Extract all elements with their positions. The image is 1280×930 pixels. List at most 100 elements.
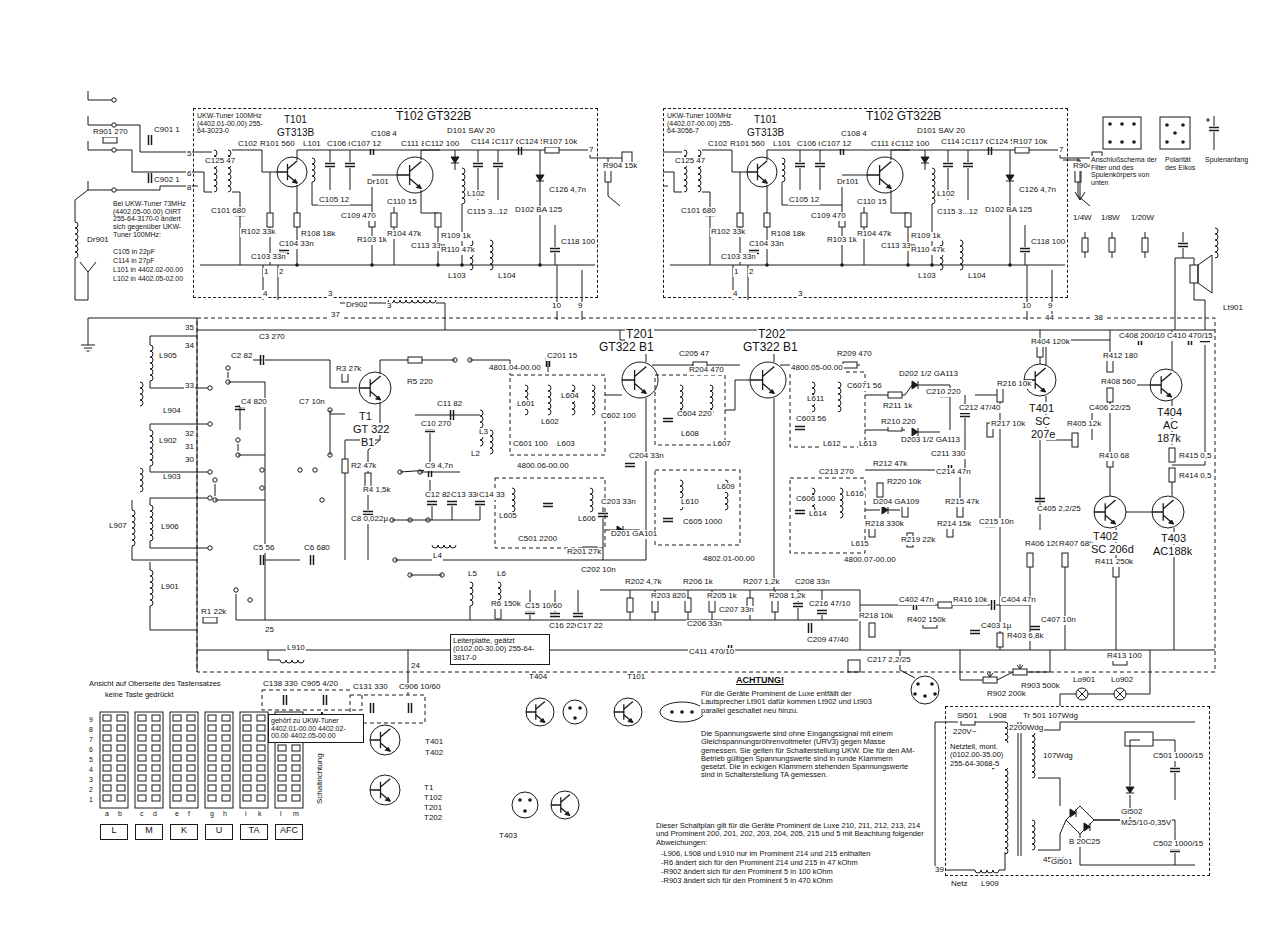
transistor-arrow: [292, 179, 297, 183]
wire: [1130, 740, 1140, 786]
component-label: C7 10n: [298, 398, 326, 407]
component-label: 5: [186, 150, 192, 159]
switch-contact-pad: [173, 715, 181, 721]
component-label: R104 47k: [856, 230, 892, 239]
component-label: R209 470: [836, 350, 873, 359]
note-text: Die Spannungswerte sind ohne Eingangssig…: [700, 730, 917, 780]
junction-dot: [1120, 122, 1124, 126]
wire: [1194, 283, 1205, 330]
transistor-symbol: [1150, 369, 1182, 401]
transistor-symbol: [359, 376, 381, 400]
switch-contact-pad: [187, 725, 195, 731]
switch-contact-pad: [152, 755, 160, 761]
component-label: L903: [162, 473, 182, 482]
transistor-symbol: [397, 162, 421, 189]
component-label: L101 in 4402.02-00.00: [112, 266, 184, 274]
component-label: R102 33k: [240, 228, 276, 237]
component-label: 9: [88, 716, 94, 724]
component-label: R205 1k: [706, 592, 738, 601]
switch-contact-pad: [222, 745, 230, 751]
component-label: L610: [680, 498, 700, 507]
switch-contact-pad: [208, 735, 216, 741]
wire: [1018, 722, 1019, 856]
wire: [1175, 853, 1176, 865]
component-label: k: [257, 810, 263, 818]
note-text: Anschlußschema der Filter und des Spulen…: [1090, 156, 1164, 187]
junction-dot: [1173, 131, 1177, 135]
wire: [965, 418, 966, 470]
junction-dot: [1132, 122, 1136, 126]
switch-contact: [260, 468, 264, 472]
note-text: Dieser Schaltplan gilt für die Geräte Pr…: [655, 822, 927, 847]
switch-contact-pad: [257, 725, 265, 731]
wire: [88, 318, 112, 319]
transistor-arrow: [762, 179, 767, 183]
component-label: C210 220: [925, 388, 962, 397]
wire: [663, 152, 682, 153]
component-label: 7: [88, 736, 94, 744]
switch-contact-pad: [222, 785, 230, 791]
switch-contact-pad: [243, 735, 251, 741]
diode-symbol: [1084, 823, 1090, 831]
component-label: 1/20W: [1130, 214, 1155, 223]
resistor-symbol: [342, 459, 348, 473]
component-label: T201: [625, 328, 654, 341]
component-label: R108 18k: [300, 230, 336, 239]
wire: [555, 225, 556, 247]
component-label: 10: [1021, 302, 1032, 311]
component-label: R410 68: [1098, 452, 1130, 461]
component-label: 8: [186, 184, 192, 193]
component-label: L905: [158, 352, 178, 361]
component-label: Dr101: [366, 178, 390, 187]
wire: [1025, 253, 1026, 265]
component-label: L2: [470, 450, 481, 459]
component-label: R5 220: [406, 378, 434, 387]
resistor-symbol: [545, 147, 559, 153]
wire: [891, 190, 908, 213]
component-label: 4: [88, 766, 94, 774]
component-label: C206 33n: [686, 620, 723, 629]
switch-contact-pad: [208, 775, 216, 781]
wire: [540, 150, 541, 175]
terminal-box: [848, 660, 860, 672]
switch-contact-pad: [117, 725, 125, 731]
component-label: R214 15k: [936, 520, 972, 529]
switch-contact: [208, 470, 212, 474]
switch-contact-pad: [103, 785, 111, 791]
transistor-symbol: [551, 795, 570, 816]
component-label: C112 100: [424, 140, 460, 149]
component-label: C14 33: [478, 491, 506, 500]
component-label: R220 10k: [886, 478, 922, 487]
component-label: T202: [423, 814, 443, 823]
switch-contact-pad: [243, 775, 251, 781]
component-label: 38: [1093, 314, 1104, 323]
component-label: R202 4,7k: [624, 578, 662, 587]
wire: [999, 852, 1005, 870]
component-label: i: [244, 810, 248, 818]
transistor-symbol: [1094, 500, 1116, 524]
key-caption: M: [137, 826, 161, 836]
component-label: L902: [158, 437, 178, 446]
switch-contact-pad: [222, 795, 230, 801]
coil-symbol: [975, 870, 999, 873]
switch-contact-pad: [187, 775, 195, 781]
wire: [410, 575, 442, 576]
transistor-arrow: [641, 390, 646, 394]
wire: [1172, 345, 1205, 465]
resistor-symbol: [103, 137, 117, 143]
wire: [1075, 192, 1085, 200]
transistor-arrow: [385, 747, 390, 751]
component-label: R109 1k: [910, 232, 942, 241]
component-label: L611: [806, 395, 825, 404]
transistor-symbol: [370, 725, 400, 755]
component-label: L6: [496, 570, 507, 579]
wire: [297, 185, 298, 213]
wire: [865, 470, 940, 471]
switch-contact-pad: [243, 745, 251, 751]
junction-dot: [916, 682, 920, 686]
component-label: D101 SAV 20: [916, 127, 966, 136]
switch-contact-pad: [117, 795, 125, 801]
switch-contact-pad: [208, 765, 216, 771]
component-label: T404: [528, 673, 548, 682]
component-label: L101: [772, 140, 792, 149]
